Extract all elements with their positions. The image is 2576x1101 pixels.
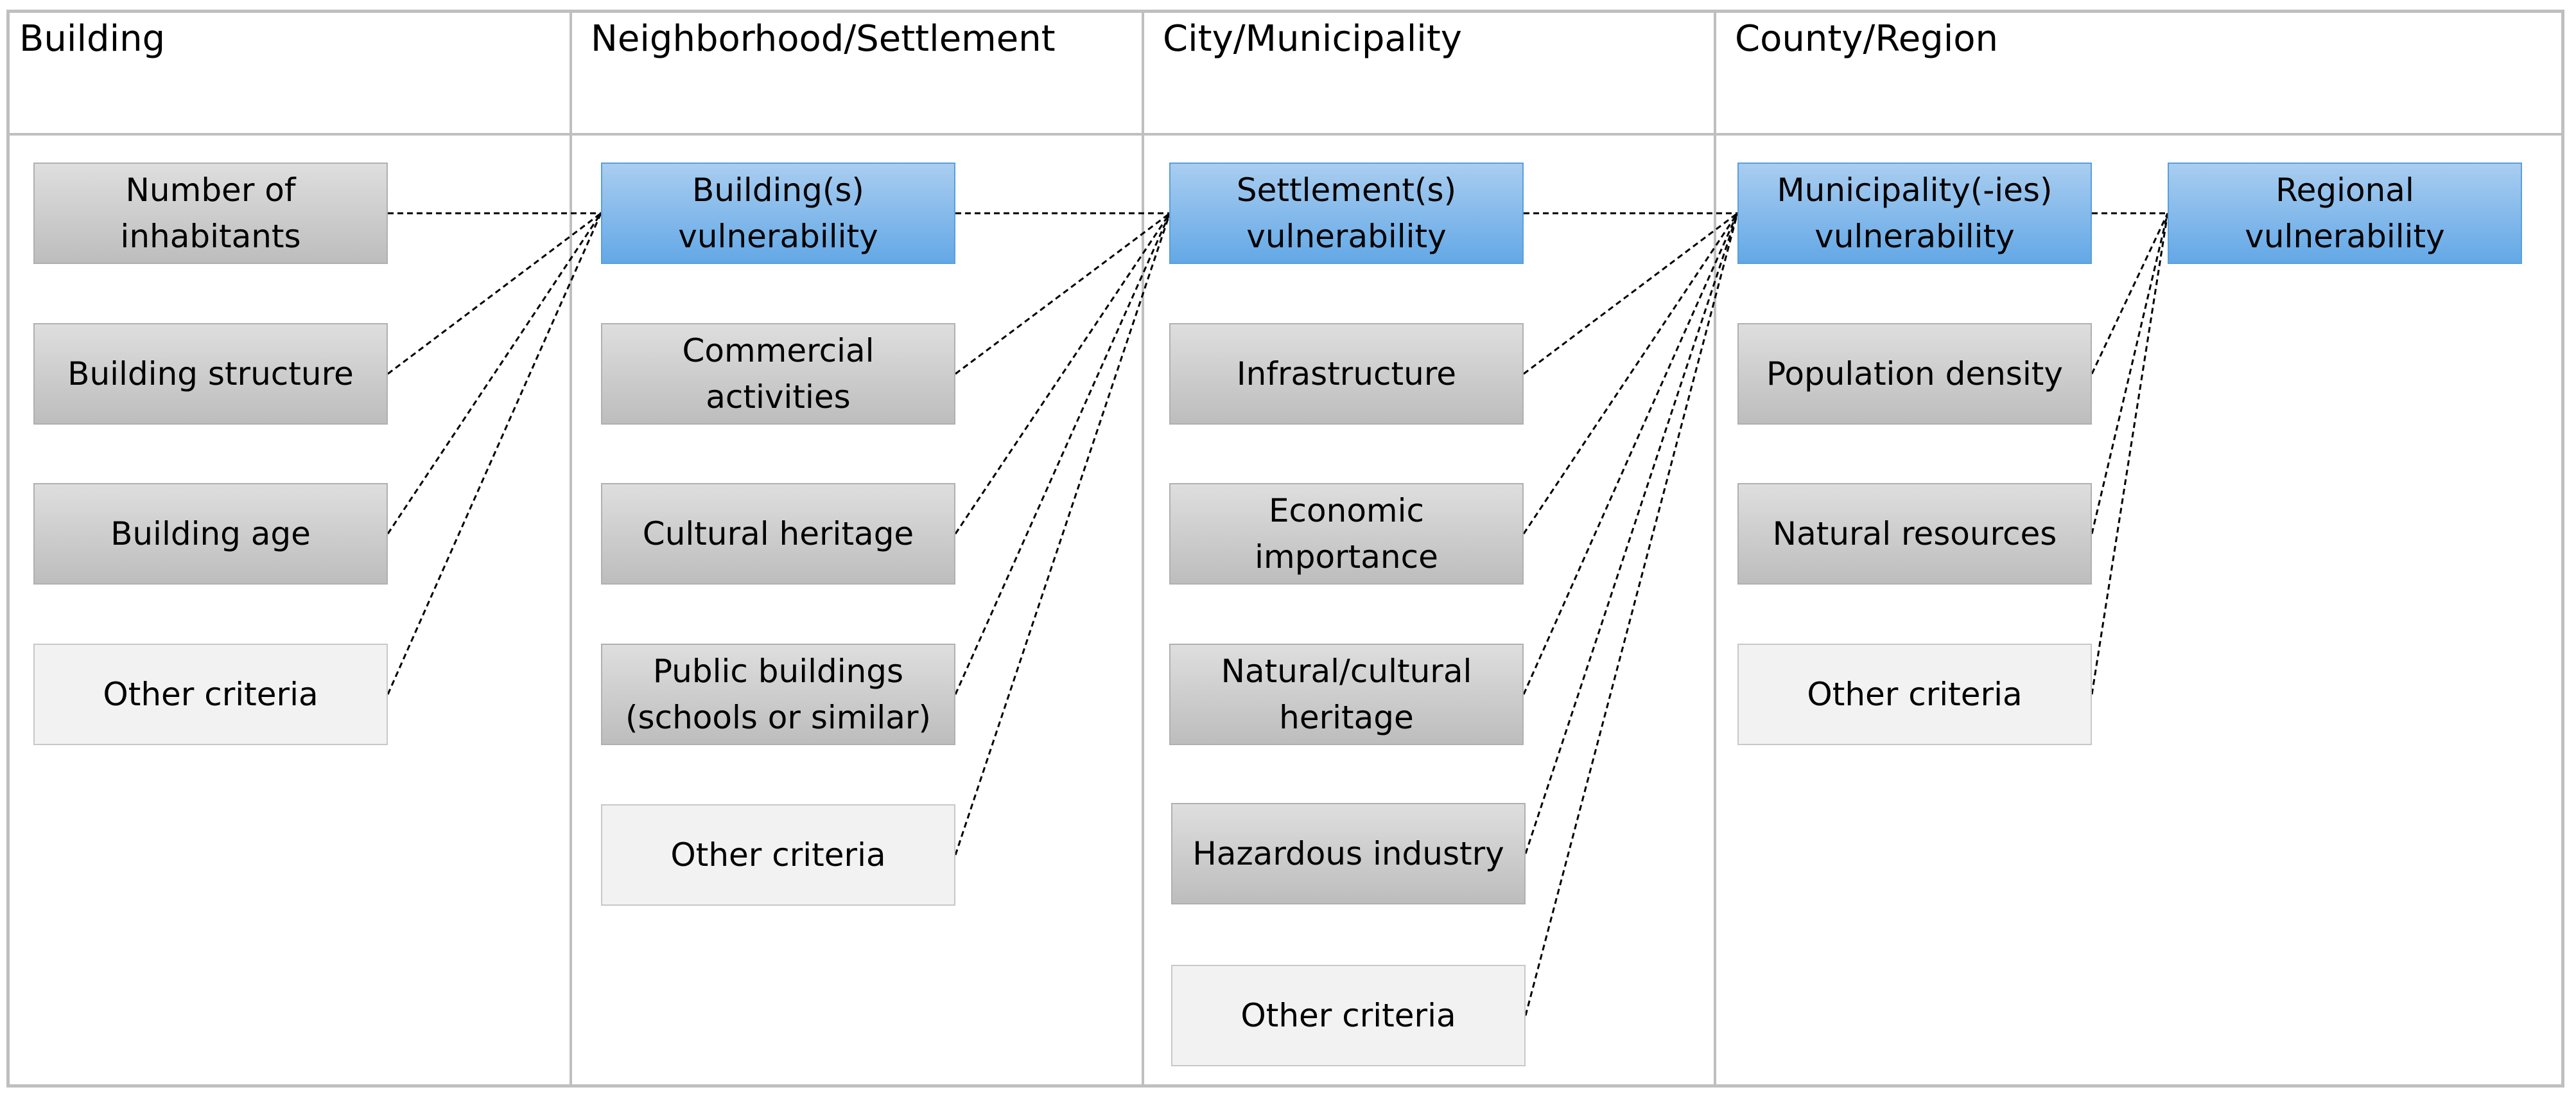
- box-number-of-inhabitants: Number of inhabitants: [33, 163, 388, 264]
- box-regional-vulnerability: Regional vulnerability: [2168, 163, 2522, 264]
- box-natural-resources: Natural resources: [1737, 483, 2092, 585]
- column-divider-3: [1714, 10, 1716, 1088]
- column-divider-2: [1142, 10, 1144, 1088]
- box-hazardous-industry: Hazardous industry: [1171, 803, 1526, 904]
- box-settlement-vulnerability: Settlement(s) vulnerability: [1169, 163, 1524, 264]
- column-title-city: City/Municipality: [1163, 18, 1462, 60]
- box-infrastructure: Infrastructure: [1169, 323, 1524, 425]
- box-neighborhood-other-criteria: Other criteria: [601, 804, 955, 906]
- box-county-other-criteria: Other criteria: [1737, 644, 2092, 745]
- box-building-other-criteria: Other criteria: [33, 644, 388, 745]
- box-public-buildings: Public buildings (schools or similar): [601, 644, 955, 745]
- box-natural-cultural-heritage: Natural/cultural heritage: [1169, 644, 1524, 745]
- column-title-neighborhood: Neighborhood/Settlement: [591, 18, 1056, 60]
- header-divider: [6, 133, 2564, 136]
- box-building-age: Building age: [33, 483, 388, 585]
- box-cultural-heritage: Cultural heritage: [601, 483, 955, 585]
- column-divider-1: [570, 10, 572, 1088]
- box-commercial-activities: Commercial activities: [601, 323, 955, 425]
- column-title-county: County/Region: [1735, 18, 1999, 60]
- box-building-structure: Building structure: [33, 323, 388, 425]
- column-title-building: Building: [19, 18, 166, 60]
- box-building-vulnerability: Building(s) vulnerability: [601, 163, 955, 264]
- box-municipality-vulnerability: Municipality(-ies) vulnerability: [1737, 163, 2092, 264]
- box-economic-importance: Economic importance: [1169, 483, 1524, 585]
- box-city-other-criteria: Other criteria: [1171, 965, 1526, 1066]
- box-population-density: Population density: [1737, 323, 2092, 425]
- diagram-frame: [6, 10, 2564, 1088]
